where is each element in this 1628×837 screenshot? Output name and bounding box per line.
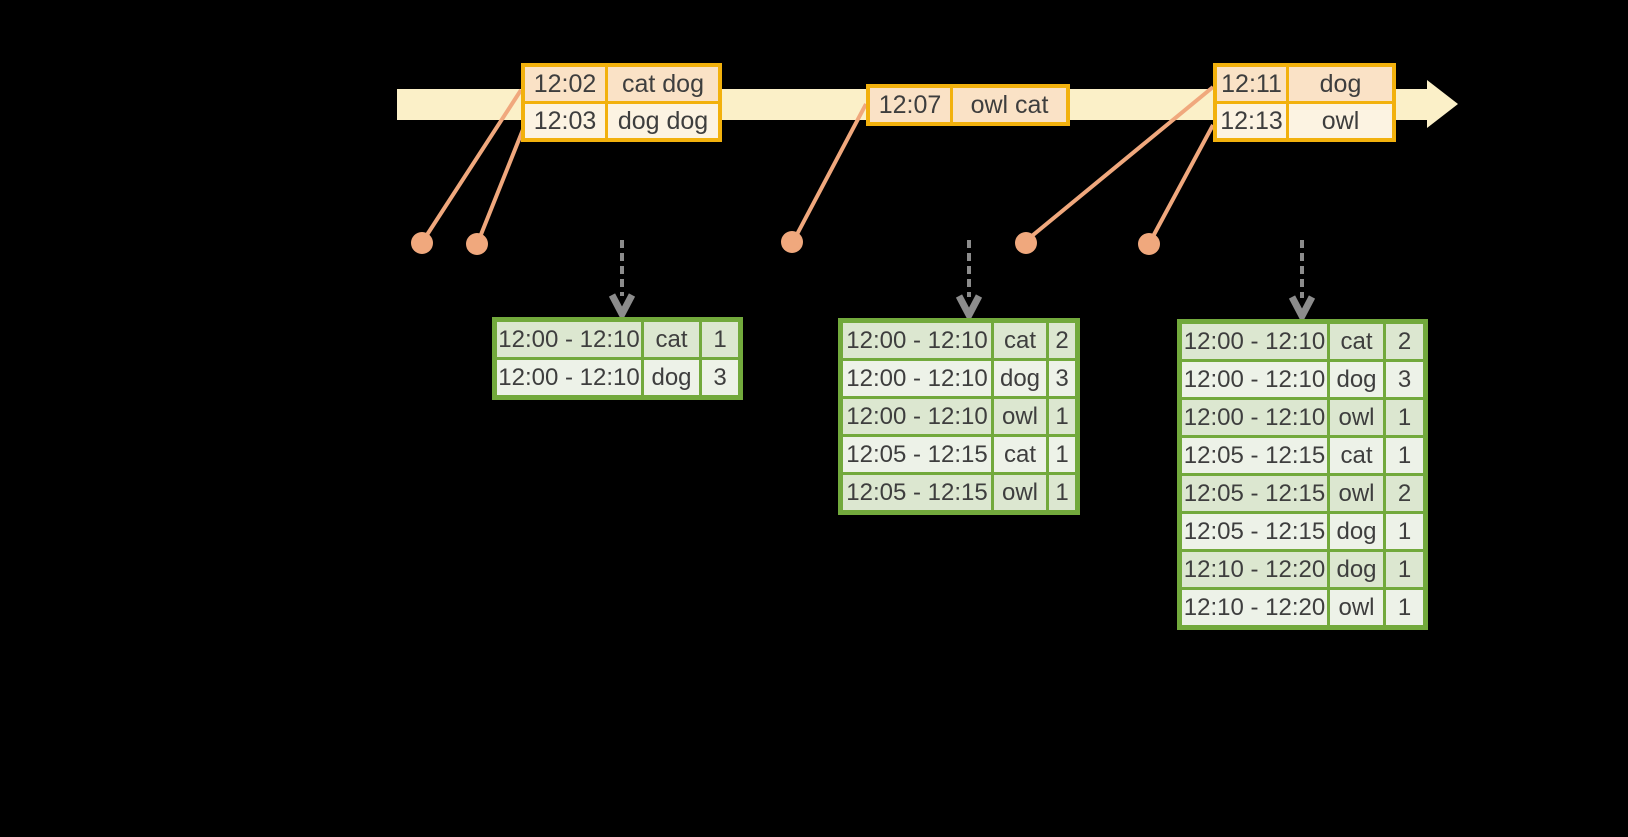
event-dot [466, 233, 488, 255]
event-dot [781, 231, 803, 253]
event-time-cell: 12:13 [1213, 101, 1289, 142]
event-dot [1015, 232, 1037, 254]
event-time-cell: 12:02 [521, 63, 608, 104]
result-table-3: 12:00 - 12:10 cat 2 12:00 - 12:10 dog 3 … [1177, 319, 1428, 630]
word-cell: dog [1327, 549, 1386, 590]
count-cell: 2 [1046, 319, 1079, 361]
result-table-2: 12:00 - 12:10 cat 2 12:00 - 12:10 dog 3 … [838, 318, 1080, 515]
window-cell: 12:05 - 12:15 [839, 472, 994, 514]
count-cell: 1 [1383, 511, 1427, 552]
result-row: 12:00 - 12:10 owl 1 [839, 396, 1079, 437]
event-table-1202-1203: 12:02 cat dog 12:03 dog dog [521, 63, 722, 142]
trigger-arrow [608, 240, 636, 322]
event-words-cell: dog [1286, 63, 1396, 104]
count-cell: 2 [1383, 473, 1427, 514]
event-dot [1138, 233, 1160, 255]
window-cell: 12:00 - 12:10 [1178, 320, 1330, 362]
arrow-down-icon [955, 294, 983, 323]
event-connector-line [1025, 85, 1215, 242]
arrow-down-icon [1288, 295, 1316, 324]
word-cell: cat [1327, 435, 1386, 476]
event-timeline-arrowhead-icon [1427, 80, 1458, 128]
result-row: 12:00 - 12:10 dog 3 [839, 358, 1079, 399]
count-cell: 1 [699, 318, 742, 360]
window-cell: 12:05 - 12:15 [1178, 473, 1330, 514]
event-connector-line [1148, 124, 1215, 243]
count-cell: 3 [1046, 358, 1079, 399]
window-cell: 12:00 - 12:10 [839, 396, 994, 437]
word-cell: cat [641, 318, 702, 360]
count-cell: 3 [699, 357, 742, 399]
result-row: 12:00 - 12:10 dog 3 [493, 357, 742, 399]
window-cell: 12:00 - 12:10 [1178, 397, 1330, 438]
result-row: 12:00 - 12:10 cat 2 [839, 319, 1079, 361]
event-words-cell: dog dog [605, 101, 722, 142]
result-row: 12:05 - 12:15 dog 1 [1178, 511, 1427, 552]
window-cell: 12:05 - 12:15 [1178, 511, 1330, 552]
result-row: 12:05 - 12:15 owl 2 [1178, 473, 1427, 514]
count-cell: 1 [1046, 434, 1079, 475]
count-cell: 1 [1383, 435, 1427, 476]
result-row: 12:05 - 12:15 cat 1 [839, 434, 1079, 475]
event-row: 12:11 dog [1213, 63, 1396, 104]
result-row: 12:00 - 12:10 dog 3 [1178, 359, 1427, 400]
window-cell: 12:00 - 12:10 [493, 318, 644, 360]
word-cell: cat [991, 434, 1049, 475]
result-row: 12:10 - 12:20 owl 1 [1178, 587, 1427, 629]
result-row: 12:00 - 12:10 cat 2 [1178, 320, 1427, 362]
result-row: 12:00 - 12:10 owl 1 [1178, 397, 1427, 438]
count-cell: 1 [1383, 549, 1427, 590]
word-cell: owl [1327, 473, 1386, 514]
event-table-1207: 12:07 owl cat [866, 84, 1070, 126]
event-connector-line [421, 88, 523, 243]
event-row: 12:13 owl [1213, 101, 1396, 142]
event-words-cell: owl [1286, 101, 1396, 142]
event-table-1211-1213: 12:11 dog 12:13 owl [1213, 63, 1396, 142]
word-cell: dog [641, 357, 702, 399]
window-cell: 12:00 - 12:10 [839, 358, 994, 399]
trigger-arrow [955, 240, 983, 323]
window-cell: 12:05 - 12:15 [1178, 435, 1330, 476]
word-cell: dog [991, 358, 1049, 399]
count-cell: 3 [1383, 359, 1427, 400]
window-cell: 12:05 - 12:15 [839, 434, 994, 475]
event-connector-line [476, 126, 526, 243]
word-cell: dog [1327, 359, 1386, 400]
window-cell: 12:00 - 12:10 [1178, 359, 1330, 400]
event-connector-line [792, 103, 868, 241]
window-cell: 12:10 - 12:20 [1178, 549, 1330, 590]
event-words-cell: cat dog [605, 63, 722, 104]
word-cell: owl [991, 472, 1049, 514]
word-cell: owl [1327, 397, 1386, 438]
window-cell: 12:00 - 12:10 [839, 319, 994, 361]
result-table-1: 12:00 - 12:10 cat 1 12:00 - 12:10 dog 3 [492, 317, 743, 400]
event-row: 12:02 cat dog [521, 63, 722, 104]
count-cell: 1 [1383, 587, 1427, 629]
event-time-cell: 12:07 [866, 84, 953, 126]
event-row: 12:03 dog dog [521, 101, 722, 142]
result-row: 12:00 - 12:10 cat 1 [493, 318, 742, 360]
event-row: 12:07 owl cat [866, 84, 1070, 126]
word-cell: cat [1327, 320, 1386, 362]
trigger-arrow [1288, 240, 1316, 324]
event-time-cell: 12:03 [521, 101, 608, 142]
count-cell: 1 [1383, 397, 1427, 438]
count-cell: 1 [1046, 396, 1079, 437]
event-words-cell: owl cat [950, 84, 1070, 126]
count-cell: 2 [1383, 320, 1427, 362]
event-time-cell: 12:11 [1213, 63, 1289, 104]
window-cell: 12:00 - 12:10 [493, 357, 644, 399]
result-row: 12:05 - 12:15 owl 1 [839, 472, 1079, 514]
result-row: 12:05 - 12:15 cat 1 [1178, 435, 1427, 476]
result-row: 12:10 - 12:20 dog 1 [1178, 549, 1427, 590]
window-cell: 12:10 - 12:20 [1178, 587, 1330, 629]
word-cell: dog [1327, 511, 1386, 552]
word-cell: owl [1327, 587, 1386, 629]
arrow-down-icon [608, 293, 636, 322]
word-cell: cat [991, 319, 1049, 361]
event-dot [411, 232, 433, 254]
count-cell: 1 [1046, 472, 1079, 514]
word-cell: owl [991, 396, 1049, 437]
